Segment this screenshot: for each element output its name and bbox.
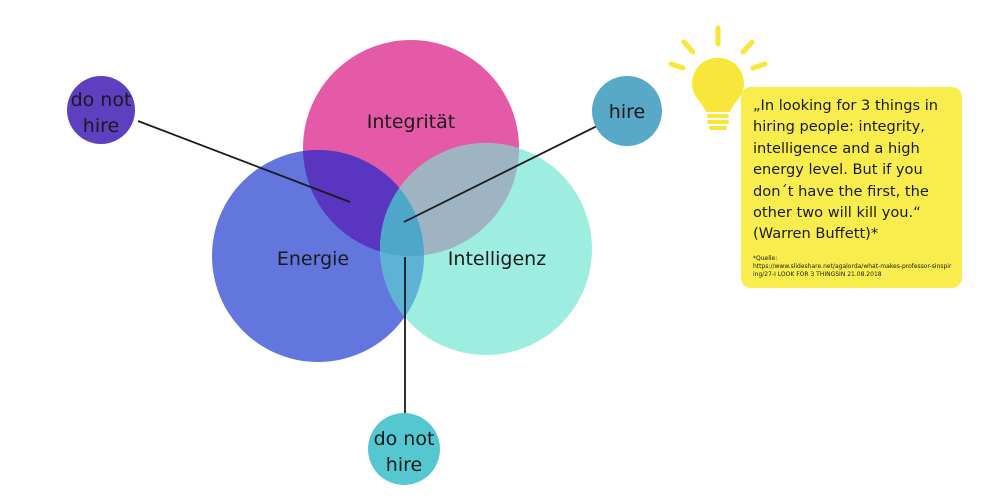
badge-top-left-line2: hire <box>83 115 119 137</box>
quote-source: *Quelle: https://www.slideshare.net/agal… <box>753 254 952 278</box>
badge-do-not-hire-top <box>67 76 135 144</box>
connector-top-right <box>403 125 598 223</box>
label-integritaet: Integrität <box>367 111 455 133</box>
badge-hire-label: hire <box>609 101 645 123</box>
badge-hire <box>592 76 662 146</box>
badge-bottom-line1: do not <box>374 428 435 450</box>
quote-box: „In looking for 3 things in hiring peopl… <box>741 87 962 288</box>
lightbulb-icon <box>668 25 768 130</box>
overlap-integritaet-energie <box>303 150 424 256</box>
label-intelligenz: Intelligenz <box>448 248 546 270</box>
connector-top-left <box>137 120 351 203</box>
quote-text: „In looking for 3 things in hiring peopl… <box>753 97 939 243</box>
badge-top-left-line1: do not <box>71 89 132 111</box>
badge-bottom-line2: hire <box>386 454 422 476</box>
label-energie: Energie <box>277 248 349 270</box>
badge-do-not-hire-bottom <box>368 413 440 485</box>
